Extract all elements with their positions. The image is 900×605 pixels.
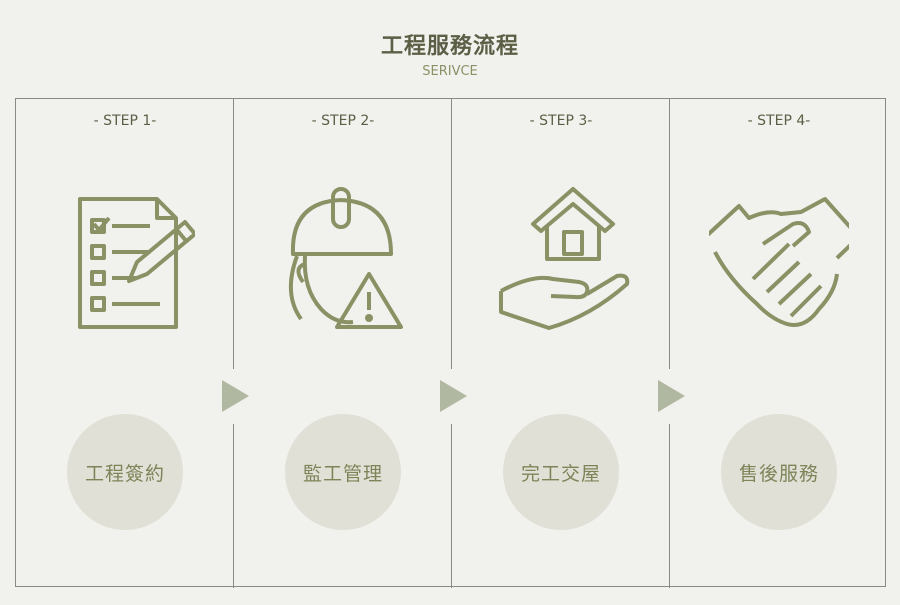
step-4: - STEP 4- 售後服務 <box>670 99 888 586</box>
arrow-right-icon <box>440 380 467 412</box>
step-label-circle: 監工管理 <box>285 414 401 530</box>
arrow-right-icon <box>222 380 249 412</box>
divider <box>451 424 452 588</box>
step-number: - STEP 1- <box>93 113 157 129</box>
step-label-circle: 完工交屋 <box>503 414 619 530</box>
divider <box>669 424 670 588</box>
divider <box>451 99 452 369</box>
page-subtitle: SERIVCE <box>422 64 478 79</box>
step-2: - STEP 2- 監工管理 <box>234 99 452 586</box>
step-3: - STEP 3- 完工交屋 <box>452 99 670 586</box>
step-1: - STEP 1- 工程簽約 <box>16 99 234 586</box>
divider <box>233 99 234 369</box>
divider <box>669 99 670 369</box>
contract-checklist-pen-icon <box>78 197 195 329</box>
step-label-circle: 售後服務 <box>721 414 837 530</box>
arrow-right-icon <box>658 380 685 412</box>
worker-helmet-warning-icon <box>288 187 403 329</box>
step-label-circle: 工程簽約 <box>67 414 183 530</box>
house-in-hand-icon <box>499 187 630 330</box>
process-steps: - STEP 1- 工程簽約 - STEP 2- 監工管理 - STEP 3- … <box>15 98 888 588</box>
page-title: 工程服務流程 <box>380 34 519 59</box>
step-number: - STEP 2- <box>311 113 375 129</box>
divider <box>233 424 234 588</box>
step-number: - STEP 4- <box>747 113 811 129</box>
step-number: - STEP 3- <box>529 113 593 129</box>
handshake-icon <box>709 197 849 327</box>
